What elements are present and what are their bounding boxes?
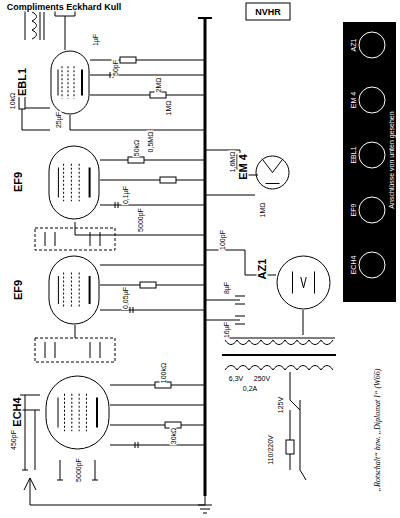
socket-label: AZ1 [350,38,357,53]
socket-label: EBL1 [350,145,357,164]
socket-label: Anschlüsse von unten gesehen [388,110,395,209]
component-value: 125V [277,396,284,414]
component-value: 0,05µF [122,286,129,310]
component-value: 110/220V [267,434,274,465]
tube-symbol [50,50,90,115]
tube-symbol [48,145,100,220]
component-value: 8µF [223,281,230,295]
component-value: 0,1µF [122,185,129,205]
component-value: 100pF [219,229,226,251]
component-value: 5000pF [75,457,82,483]
component-value: 6,3V [228,375,244,382]
tube-node: EBL1 [50,50,90,115]
tube-symbol [45,375,110,450]
tube-name: EM 4 [238,153,249,181]
tube-node: EM 4 [255,145,290,200]
component-value: 50pF [112,59,119,77]
tube-node: ECH4 [45,375,110,450]
tube-name: EF9 [13,171,24,193]
tube-node: AZ1 [276,255,331,310]
component-value: 1,6MΩ [229,151,236,174]
component-value: 25µF [55,111,62,129]
tube-name: EF9 [13,279,24,301]
caption: „Rotschalt“ bzw. „Diplomat I“ (W66) [374,368,382,493]
tube-name: EBL1 [17,67,28,97]
component-value: 10kΩ [9,92,16,111]
tube-symbol [276,255,331,310]
component-value: 2MΩ [155,77,162,94]
tube-node: EF9 [48,255,100,325]
tube-symbol [255,145,290,200]
component-value: 0,2A [242,385,258,392]
header-note: Compliments Eckhard Kull [6,3,123,12]
header-note: NVHR [254,8,282,17]
socket-label: EF9 [350,203,357,218]
socket-label: EM 4 [350,91,357,109]
component-value: 1MΩ [259,202,266,219]
component-value: 1MΩ [165,100,172,117]
tube-name: ECH4 [12,396,23,427]
component-value: 5000pF [137,207,144,233]
component-value: 50kΩ [133,139,140,158]
component-value: 16µF [223,321,230,339]
tube-symbol [48,255,100,325]
component-value: 450pF [10,429,17,451]
tube-node: EF9 [48,145,100,220]
component-value: 1µF [92,33,99,47]
socket-label: ECH4 [350,255,357,276]
component-value: 0,5MΩ [147,131,154,154]
component-value: 250V [253,375,271,382]
component-value: 100kΩ [160,362,167,384]
tube-name: AZ1 [257,258,268,281]
component-value: 30kΩ [170,427,177,446]
